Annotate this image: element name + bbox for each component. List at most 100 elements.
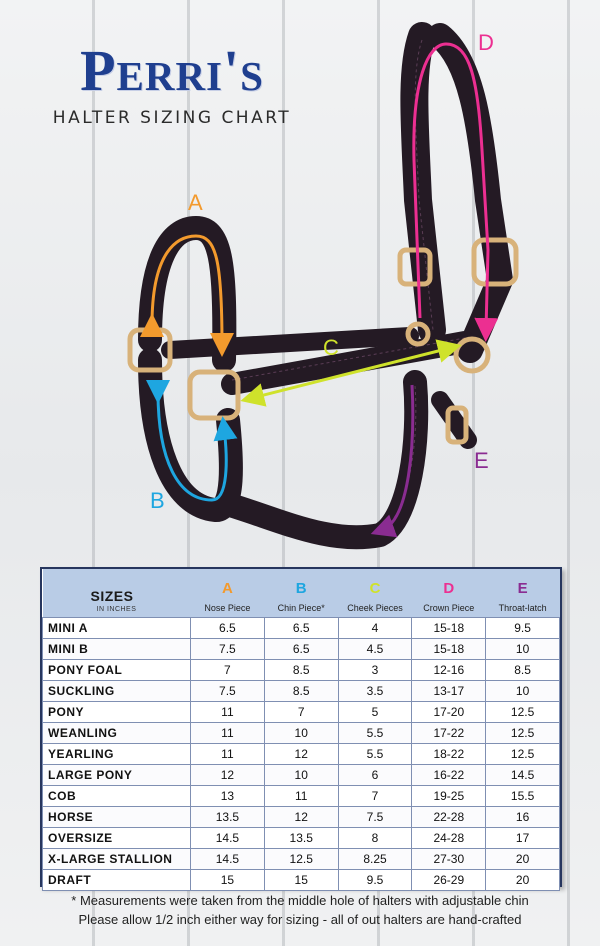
measurement-cell: 13-17	[411, 680, 487, 702]
size-name-cell: SUCKLING	[42, 680, 191, 702]
measurement-cell: 26-29	[411, 869, 487, 891]
column-label-c: Cheek Pieces	[347, 603, 403, 613]
brand-logo: Perri's	[80, 38, 264, 103]
size-name-cell: PONY FOAL	[42, 659, 191, 681]
measurement-cell: 15-18	[411, 638, 487, 660]
measurement-cell: 7.5	[337, 806, 413, 828]
measurement-cell: 20	[485, 848, 560, 870]
column-letter-d: D	[443, 580, 455, 597]
measurement-cell: 17	[485, 827, 560, 849]
measurement-cell: 15	[190, 869, 265, 891]
footnote-allowance: Please allow 1/2 inch either way for siz…	[78, 912, 522, 927]
column-label-d: Crown Piece	[423, 603, 475, 613]
measurement-cell: 8.25	[337, 848, 413, 870]
measurement-cell: 3	[337, 659, 413, 681]
measurement-cell: 11	[190, 722, 265, 744]
arrow-d	[412, 42, 499, 342]
column-header-e: E Throat-latch	[485, 569, 560, 618]
measurement-cell: 7.5	[190, 638, 265, 660]
measurement-cell: 5.5	[337, 722, 413, 744]
measurement-cell: 8.5	[263, 659, 339, 681]
crown-strap-right	[427, 23, 513, 363]
measurement-cell: 12.5	[263, 848, 339, 870]
measurement-cell: 12-16	[411, 659, 487, 681]
measurement-cell: 9.5	[337, 869, 413, 891]
label-d: D	[478, 30, 494, 55]
measurement-cell: 19-25	[411, 785, 487, 807]
measurement-cell: 6.5	[190, 617, 265, 639]
size-name-cell: WEANLING	[42, 722, 191, 744]
measurement-cell: 5	[337, 701, 413, 723]
measurement-cell: 13.5	[190, 806, 265, 828]
measurement-cell: 7	[337, 785, 413, 807]
measurement-cell: 7	[190, 659, 265, 681]
measurement-cell: 12.5	[485, 722, 560, 744]
measurement-cell: 18-22	[411, 743, 487, 765]
measurement-cell: 12	[263, 743, 339, 765]
measurement-cell: 11	[263, 785, 339, 807]
halter-diagram: A B C D E	[127, 22, 519, 550]
size-name-cell: COB	[42, 785, 191, 807]
measurement-cell: 12.5	[485, 701, 560, 723]
measurement-cell: 15-18	[411, 617, 487, 639]
brand-header: Perri's HALTER SIZING CHART	[38, 38, 306, 128]
measurement-cell: 8.5	[263, 680, 339, 702]
column-header-b: B Chin Piece*	[264, 569, 339, 618]
column-label-e: Throat-latch	[498, 603, 547, 613]
sizing-table-container: SIZES IN INCHES A Nose Piece B Chin Piec…	[40, 567, 562, 891]
sizing-table: SIZES IN INCHES A Nose Piece B Chin Piec…	[42, 569, 560, 891]
snap-hook	[445, 405, 469, 445]
size-name-cell: HORSE	[42, 806, 191, 828]
size-name-cell: DRAFT	[42, 869, 191, 891]
measurement-cell: 14.5	[190, 848, 265, 870]
table-header-row: SIZES IN INCHES A Nose Piece B Chin Piec…	[42, 569, 560, 618]
measurement-cell: 16	[485, 806, 560, 828]
measurement-cell: 17-22	[411, 722, 487, 744]
measurement-cell: 3.5	[337, 680, 413, 702]
measurement-cell: 22-28	[411, 806, 487, 828]
measurement-cell: 6.5	[263, 617, 339, 639]
measurement-cell: 15.5	[485, 785, 560, 807]
measurement-cell: 6	[337, 764, 413, 786]
column-label-b: Chin Piece*	[277, 603, 325, 613]
measurement-cell: 13	[190, 785, 265, 807]
column-letter-c: C	[369, 580, 381, 597]
measurement-cell: 4	[337, 617, 413, 639]
measurement-cell: 24-28	[411, 827, 487, 849]
crown-buckle-right	[471, 237, 519, 287]
measurement-cell: 12	[190, 764, 265, 786]
size-name-cell: MINI B	[42, 638, 191, 660]
column-letter-e: E	[517, 580, 528, 597]
crown-buckle-left	[397, 247, 433, 287]
measurement-cell: 16-22	[411, 764, 487, 786]
arrow-e	[370, 384, 415, 538]
label-a: A	[188, 190, 203, 215]
measurement-cell: 7	[263, 701, 339, 723]
size-name-cell: OVERSIZE	[42, 827, 191, 849]
label-c: C	[323, 335, 339, 360]
column-header-a: A Nose Piece	[190, 569, 265, 618]
column-header-c: C Cheek Pieces	[338, 569, 412, 618]
measurement-cell: 11	[190, 743, 265, 765]
size-name-cell: MINI A	[42, 617, 191, 639]
measurement-cell: 12	[263, 806, 339, 828]
measurement-cell: 13.5	[263, 827, 339, 849]
measurement-cell: 12.5	[485, 743, 560, 765]
size-name-cell: YEARLING	[42, 743, 191, 765]
measurement-cell: 8	[337, 827, 413, 849]
measurement-cell: 10	[485, 680, 560, 702]
column-letter-a: A	[221, 580, 233, 597]
measurement-cell: 5.5	[337, 743, 413, 765]
